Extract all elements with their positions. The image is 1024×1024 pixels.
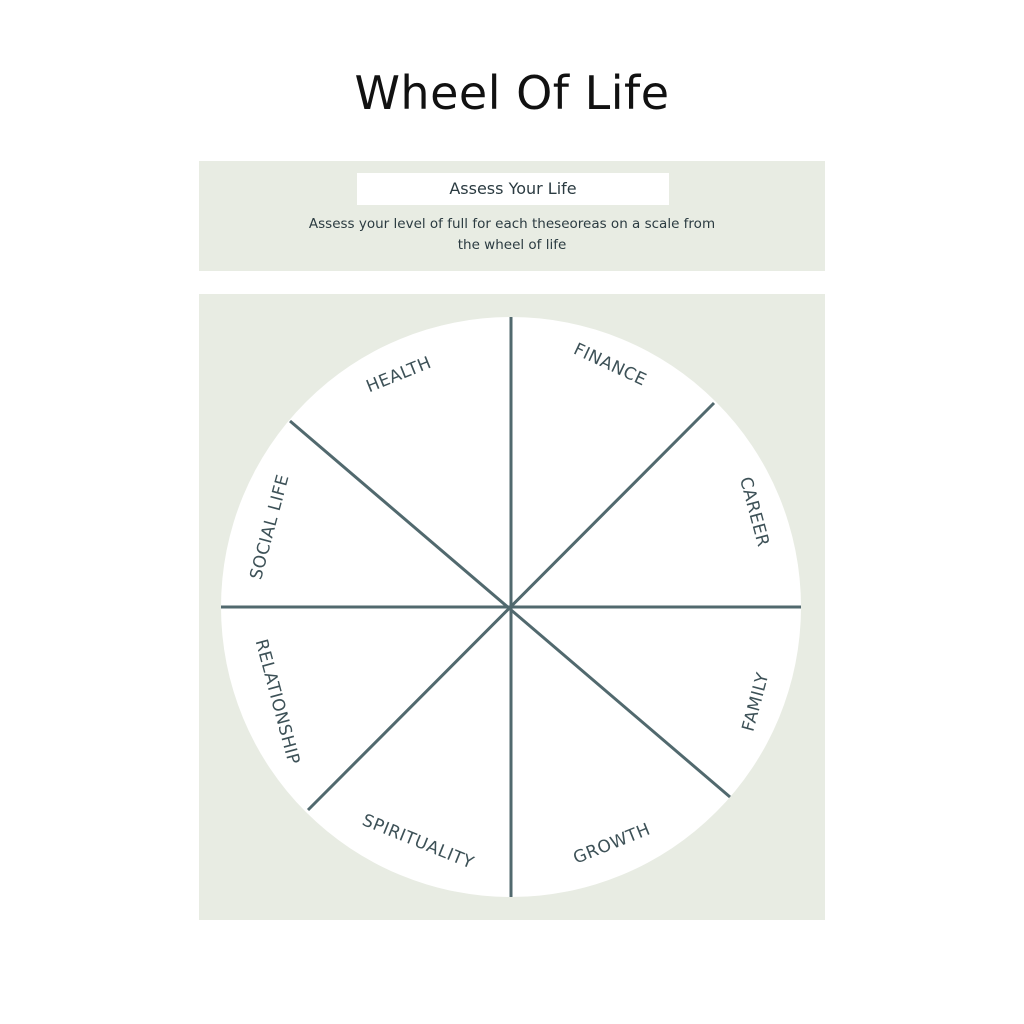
instructions-text: Assess your level of full for each these… (289, 214, 735, 256)
instructions-line-1: Assess your level of full for each these… (308, 216, 716, 232)
page-title: Wheel Of Life (354, 66, 670, 120)
wheel-dividers (221, 317, 801, 897)
section-subtitle: Assess Your Life (357, 173, 669, 205)
instructions-panel: Assess Your Life Assess your level of fu… (199, 161, 825, 271)
instructions-line-2: the wheel of life (457, 237, 567, 253)
divider-diagonal-2 (306, 401, 716, 812)
